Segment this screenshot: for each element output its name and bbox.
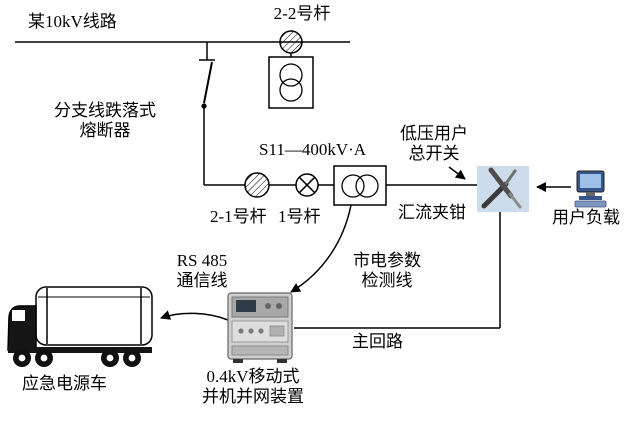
label-rs485-line: RS 485 通信线	[176, 251, 228, 291]
transformer-2-2-icon	[268, 53, 314, 109]
wire-rs485-line	[160, 310, 229, 321]
label-10kv-line: 某10kV线路	[28, 12, 117, 31]
label-mains-detect-line: 市电参数 检测线	[353, 251, 421, 291]
label-main-circuit: 主回路	[352, 332, 403, 351]
wire-mains-detect-line	[290, 204, 352, 293]
wire-main-circuit	[294, 210, 501, 329]
truck-icon	[7, 286, 153, 367]
label-pole-2-1: 2-1号杆	[210, 207, 267, 226]
label-pole-2-2: 2-2号杆	[273, 4, 331, 23]
label-clamp: 汇流夹钳	[398, 203, 466, 222]
user-load-icon	[574, 170, 607, 208]
label-device: 0.4kV移动式 并机并网装置	[202, 367, 304, 407]
label-emergency-vehicle: 应急电源车	[22, 374, 107, 393]
pole-2-1-icon	[244, 172, 270, 198]
pole-1-icon	[295, 173, 319, 197]
pole-2-2-icon	[279, 30, 303, 54]
label-user-load: 用户负载	[552, 208, 620, 227]
transformer-s11-icon	[333, 165, 387, 206]
clamp-icon	[477, 166, 529, 212]
label-pole-1: 1号杆	[278, 207, 321, 226]
device-icon	[227, 292, 293, 363]
lv-switch-arrow	[448, 166, 466, 180]
label-s11-transformer: S11—400kV·A	[259, 140, 367, 159]
label-dropout-fuse: 分支线跌落式 熔断器	[54, 101, 156, 141]
fuse-icon	[199, 42, 215, 185]
label-lv-user-switch: 低压用户 总开关	[400, 124, 468, 164]
